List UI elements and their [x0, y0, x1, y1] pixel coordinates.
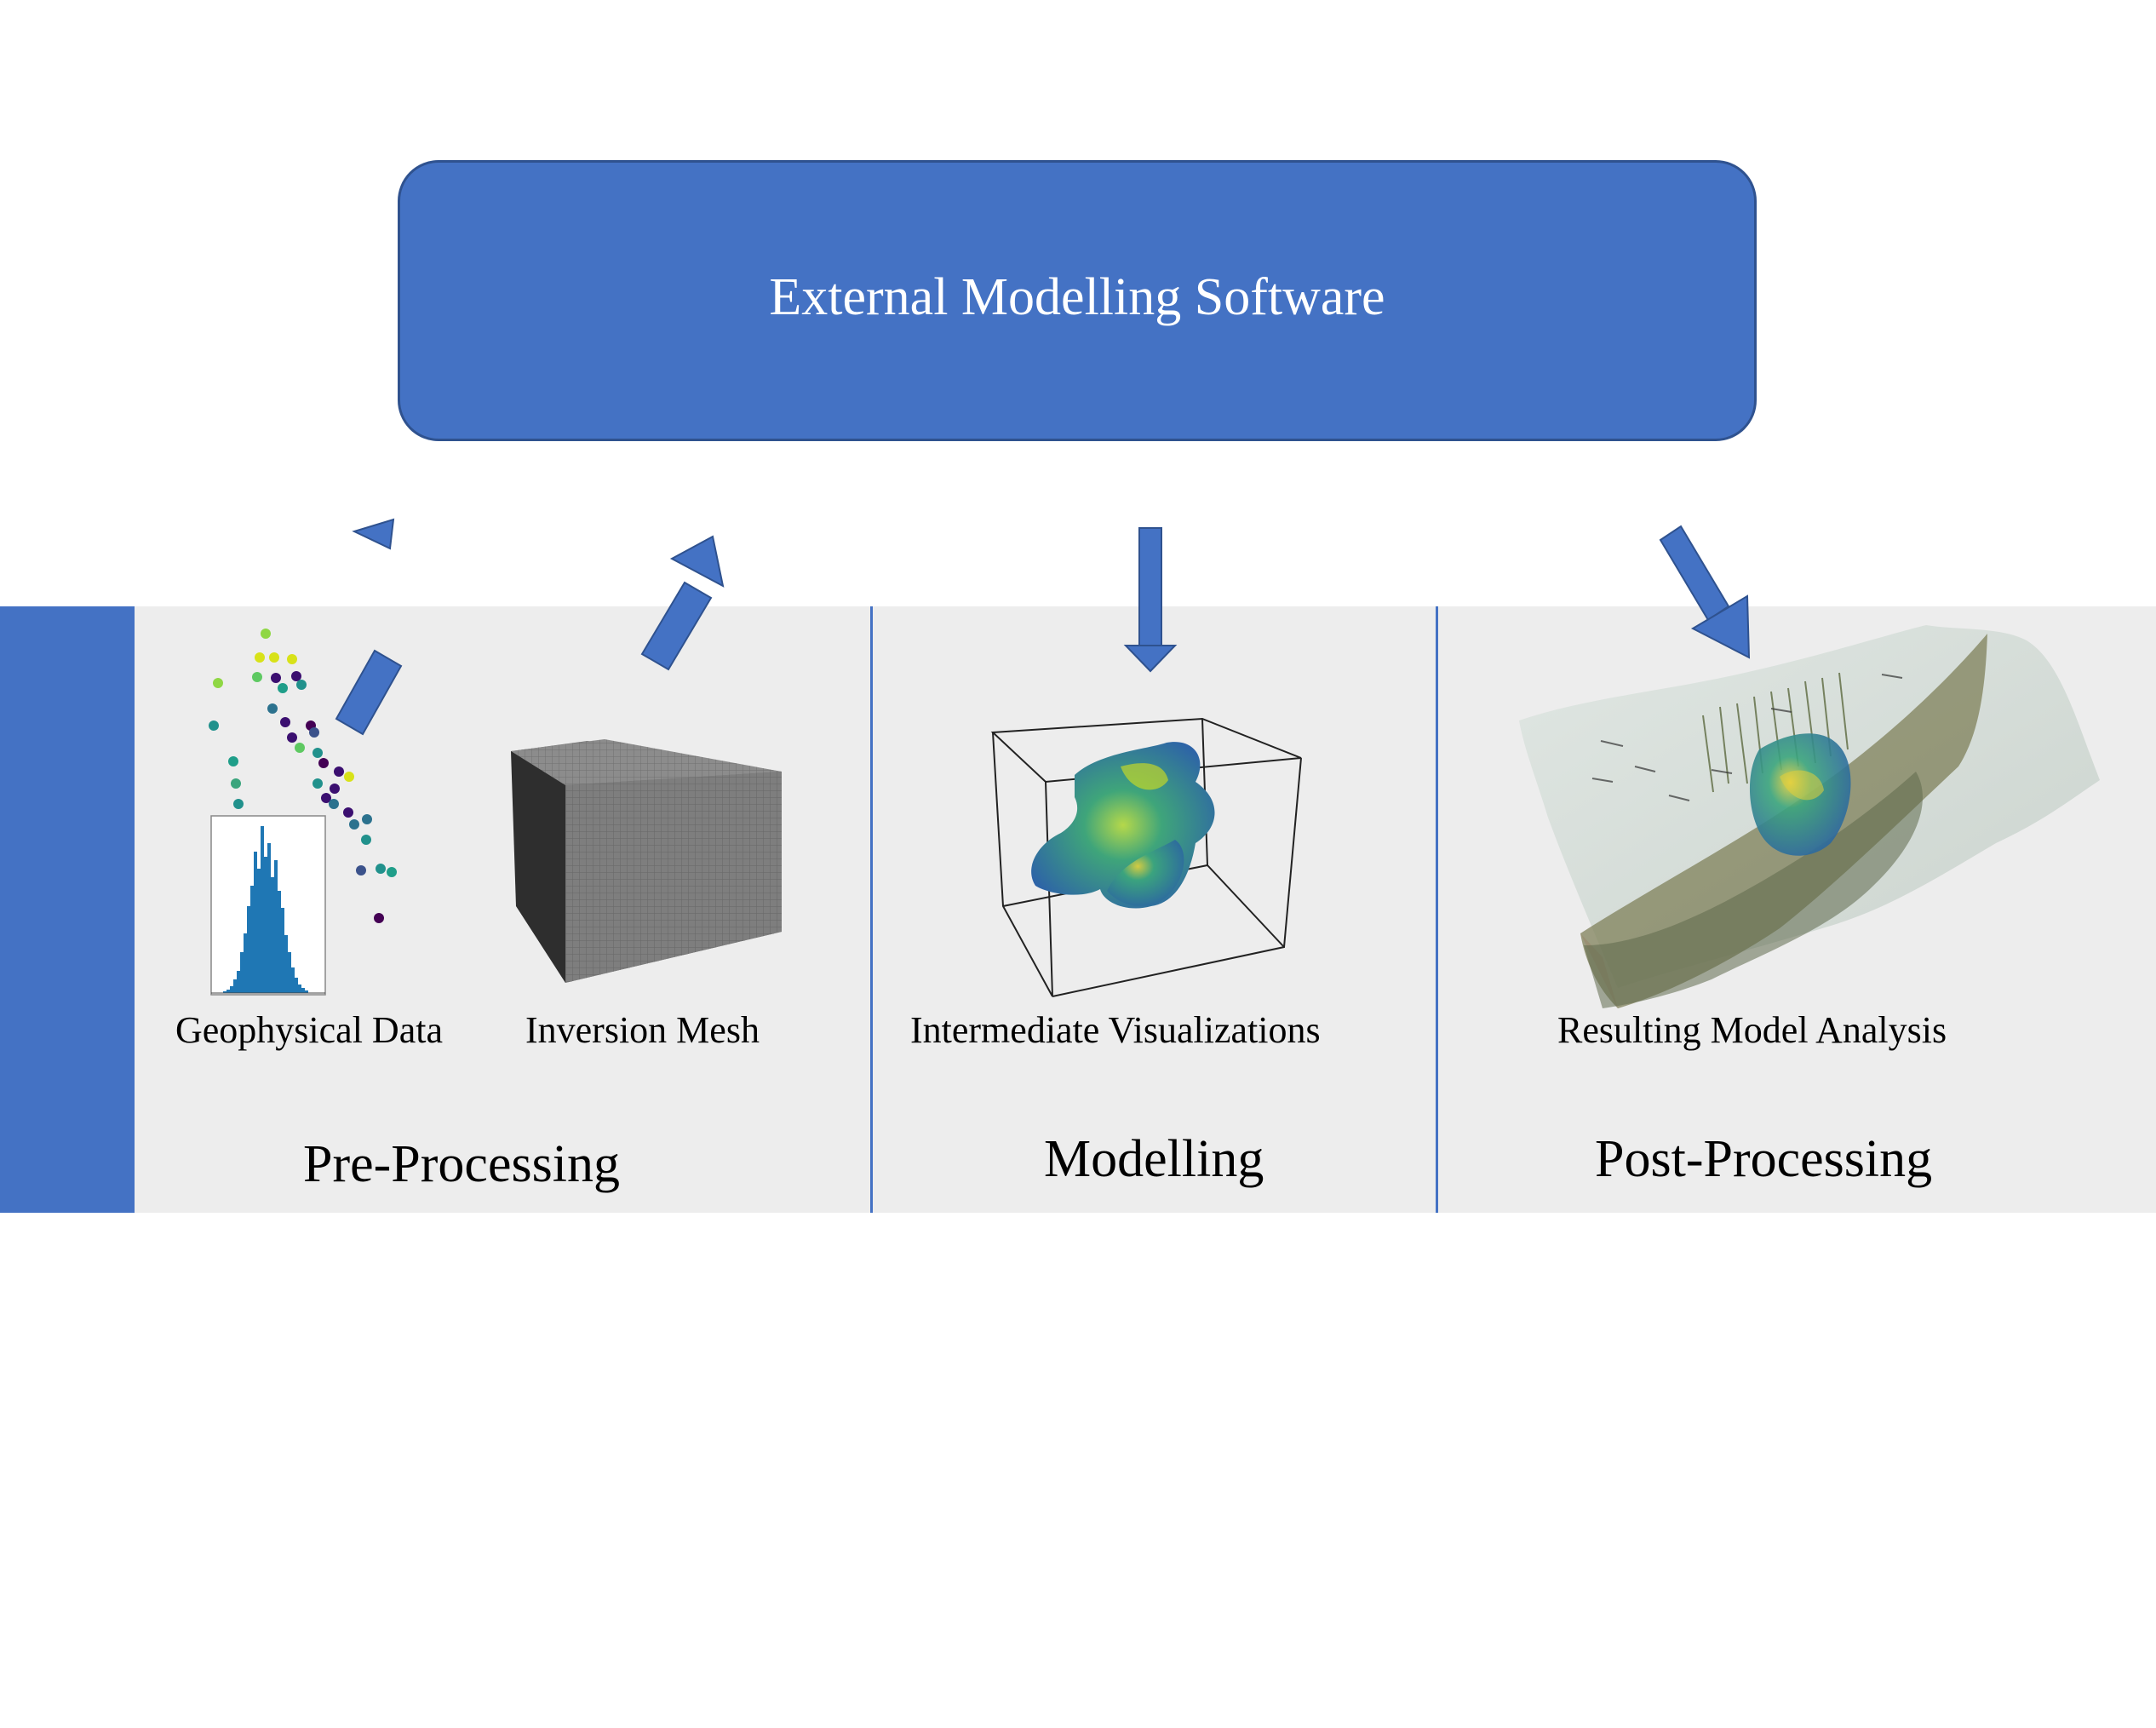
external-box-title: External Modelling Software	[769, 267, 1385, 326]
divider-modelling-post	[1436, 606, 1438, 1213]
geophysical-data-label: Geophysical Data	[175, 1009, 443, 1051]
geophysical-data-histogram	[210, 815, 326, 996]
arrow-software-to-visualization	[1123, 527, 1178, 673]
pre-processing-section-title: Pre-Processing	[303, 1135, 620, 1193]
divider-pre-modelling	[870, 606, 873, 1213]
resulting-model-terrain	[1519, 625, 2100, 1008]
resulting-model-analysis-label: Resulting Model Analysis	[1557, 1009, 1947, 1051]
inversion-mesh-label: Inversion Mesh	[525, 1009, 760, 1051]
intermediate-visualizations-label: Intermediate Visualizations	[910, 1009, 1321, 1051]
geophysical-data-scatter	[209, 629, 397, 923]
arrow-software-to-analysis	[1659, 525, 1751, 659]
arrow-data-to-software	[335, 518, 403, 736]
pyvista-management-bar: PyVista Management	[0, 606, 135, 1728]
arrow-mesh-to-software	[640, 535, 725, 671]
modelling-section-title: Modelling	[1044, 1130, 1264, 1188]
inversion-mesh-cube	[511, 739, 782, 983]
post-processing-section-title: Post-Processing	[1595, 1130, 1933, 1188]
intermediate-visualization-blob	[1031, 742, 1215, 909]
pyvista-management-label: PyVista Management	[39, 1304, 95, 1728]
diagram-graphics	[209, 518, 2100, 1008]
external-modelling-software-box: External Modelling Software	[398, 160, 1757, 441]
